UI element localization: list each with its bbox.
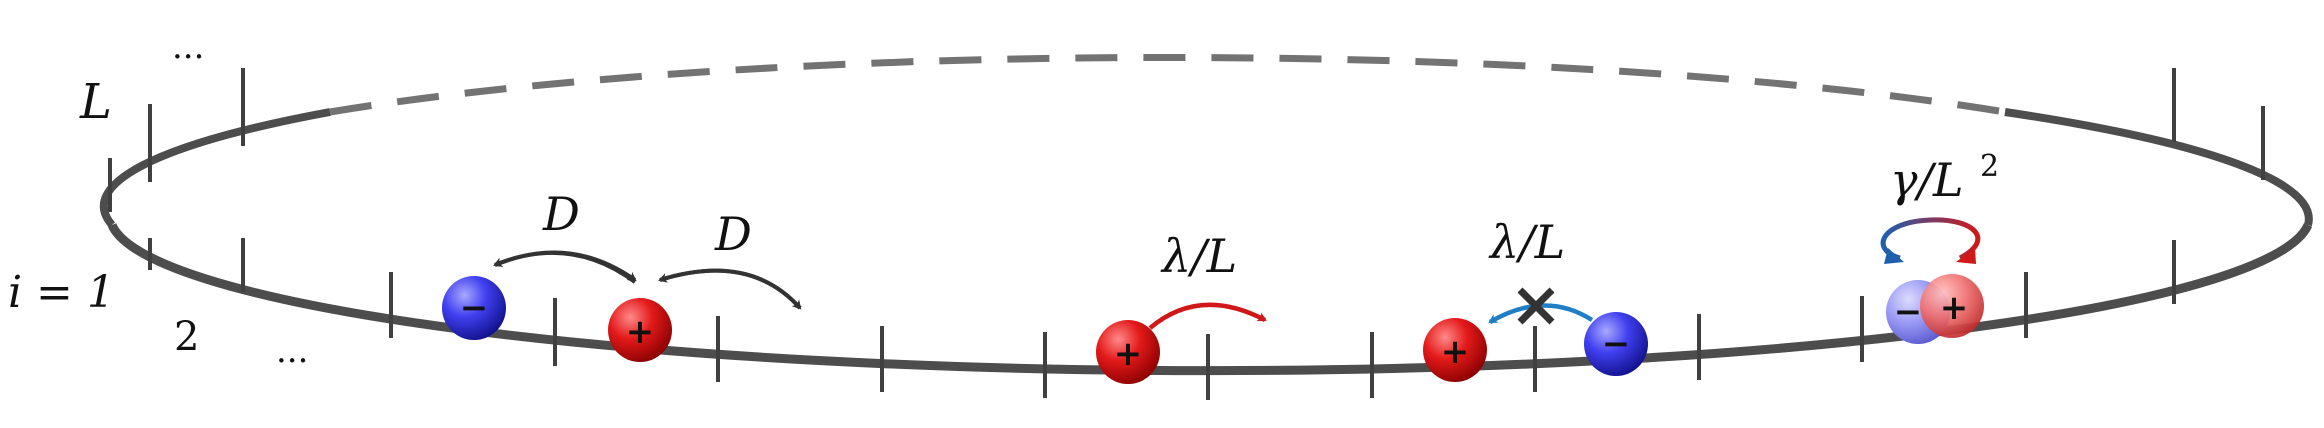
- annihilation-loop-arrow: [1880, 217, 1981, 261]
- hop-arrow-left-back: [494, 250, 637, 282]
- cross-icon: [1517, 287, 1555, 325]
- ring-right-back-solid: [2004, 108, 2313, 227]
- positive-particle: +: [1423, 318, 1487, 382]
- annihilation-rate: γ/L: [1890, 153, 1964, 207]
- svg-text:+: +: [626, 312, 655, 352]
- positive-particle: +: [1096, 320, 1160, 384]
- svg-text:+: +: [1114, 334, 1143, 374]
- top-ellipsis: ···: [172, 37, 204, 77]
- annihilation-loop-head-left: [1884, 248, 1904, 264]
- blocked-rate: λ/L: [1488, 215, 1565, 269]
- svg-text:−: −: [1894, 292, 1923, 332]
- bottom-ellipsis: ···: [276, 341, 308, 381]
- site-ticks: [108, 68, 2265, 400]
- creation-rate: λ/L: [1160, 229, 1237, 283]
- ring-size-label: L: [79, 74, 112, 130]
- ring-back-dashed: [329, 54, 2006, 116]
- hop-arrow-right-back: [659, 268, 802, 310]
- svg-text:+: +: [1441, 332, 1470, 372]
- blocked-arrow: [1488, 303, 1594, 324]
- creation-arrow: [1148, 302, 1267, 330]
- negative-particle: −: [442, 276, 506, 340]
- negative-particle: −: [1584, 312, 1648, 376]
- svg-text:−: −: [1602, 324, 1631, 364]
- positive-particle: +: [608, 298, 672, 362]
- annihilation-loop-head-right: [1956, 248, 1976, 264]
- site-one-label: i = 1: [8, 267, 115, 318]
- annihilating-positive-particle: +: [1920, 274, 1984, 338]
- svg-text:−: −: [460, 288, 489, 328]
- annihilation-exponent: 2: [1980, 149, 1999, 184]
- hop-rate-right: D: [714, 207, 752, 261]
- hop-rate-left: D: [542, 187, 580, 241]
- site-two-label: 2: [174, 314, 199, 360]
- svg-text:+: +: [1940, 288, 1969, 328]
- ring-left-back-solid: [99, 108, 331, 228]
